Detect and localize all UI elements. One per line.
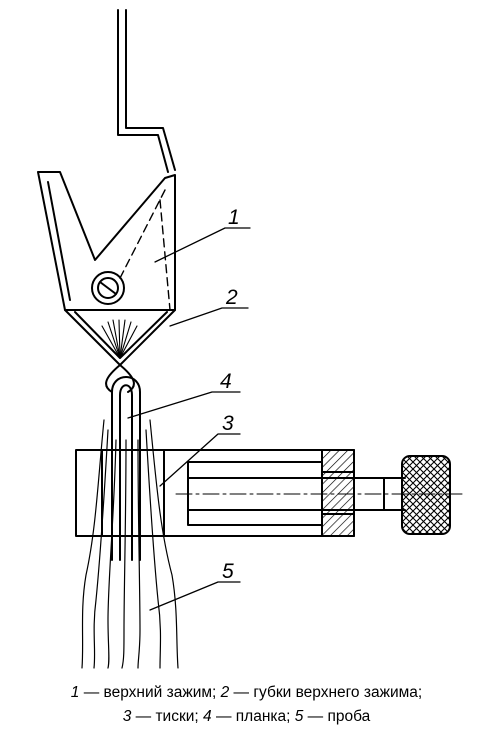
label-4: 4 [220,370,232,393]
vise-screw [187,477,406,511]
upper-clamp-body [37,171,176,311]
label-3: 3 [222,412,234,435]
label-2: 2 [225,286,238,309]
pivot-screw [91,271,125,305]
label-1: 1 [228,206,240,229]
apparatus-drawing: 1 2 4 3 5 [37,9,463,669]
hanger-rod [117,9,176,173]
specimen [81,419,179,669]
caption-line-2: 3 — тиски; 4 — планка; 5 — проба [122,708,371,725]
caption-line-1: 1 — верхний зажим; 2 — губки верхнего за… [70,684,423,701]
vise-knob [401,455,451,535]
label-5: 5 [222,560,234,583]
